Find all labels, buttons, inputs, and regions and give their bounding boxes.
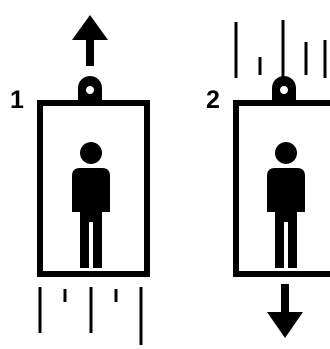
arrow-down-icon [267, 284, 303, 338]
cable-hook-icon [78, 76, 102, 100]
panel-label: 2 [206, 86, 220, 114]
motion-lines-below [40, 287, 141, 345]
person-icon [267, 142, 305, 268]
panel-2: 2 [206, 20, 330, 338]
arrow-up-icon [72, 15, 108, 66]
panel-label: 1 [10, 86, 24, 114]
panel-1: 1 [10, 15, 147, 345]
person-icon [72, 142, 110, 268]
cable-hook-icon [272, 76, 296, 100]
motion-lines-above [236, 20, 325, 78]
